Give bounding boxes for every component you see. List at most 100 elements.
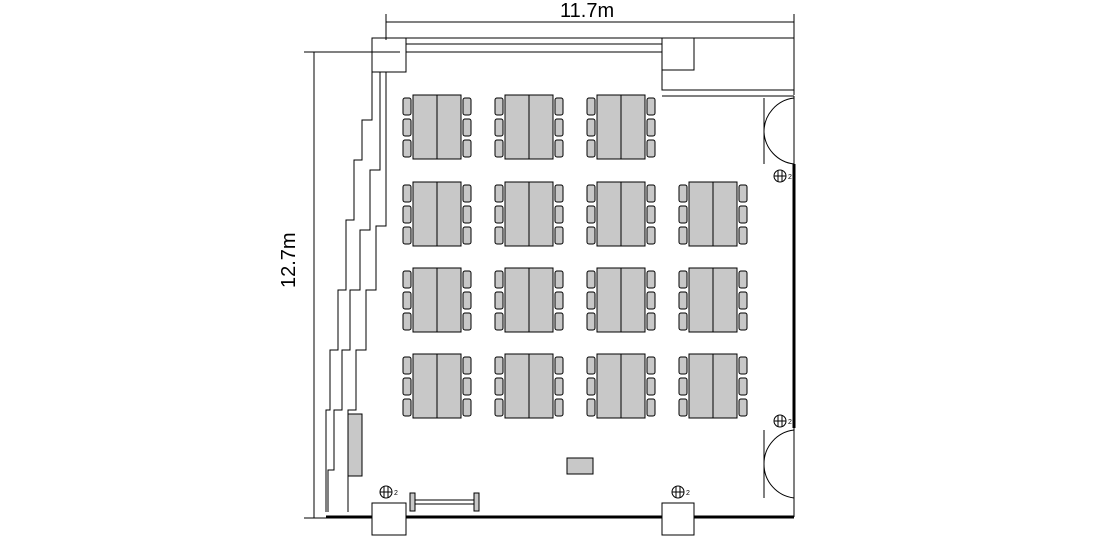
table xyxy=(504,267,530,333)
outlet-count-label: 2 xyxy=(686,490,690,497)
chair xyxy=(554,184,564,203)
chair xyxy=(402,356,412,375)
chair xyxy=(586,356,596,375)
chair xyxy=(402,184,412,203)
chair xyxy=(738,377,748,396)
table xyxy=(504,353,530,419)
chair xyxy=(738,270,748,289)
chair xyxy=(494,139,504,158)
outlet-count-label: 2 xyxy=(788,419,792,426)
double-door-lower[interactable] xyxy=(763,429,795,499)
chair xyxy=(402,97,412,116)
chair xyxy=(678,270,688,289)
table xyxy=(412,353,438,419)
chair xyxy=(402,398,412,417)
chair xyxy=(494,205,504,224)
chair xyxy=(586,139,596,158)
chair xyxy=(738,226,748,245)
chair xyxy=(554,97,564,116)
chair xyxy=(402,270,412,289)
table xyxy=(688,267,714,333)
chair xyxy=(678,184,688,203)
table xyxy=(620,353,646,419)
chair xyxy=(402,139,412,158)
chair xyxy=(678,377,688,396)
chair xyxy=(554,312,564,331)
chair xyxy=(462,398,472,417)
table-cluster xyxy=(494,181,564,247)
chair xyxy=(462,118,472,137)
chair xyxy=(554,118,564,137)
chair xyxy=(462,291,472,310)
chair xyxy=(462,97,472,116)
chair xyxy=(678,226,688,245)
chair xyxy=(586,226,596,245)
chair xyxy=(586,398,596,417)
table-cluster xyxy=(402,353,472,419)
chair xyxy=(462,312,472,331)
chair xyxy=(554,270,564,289)
outlet-count-label: 2 xyxy=(788,174,792,181)
chair xyxy=(646,270,656,289)
chair xyxy=(586,205,596,224)
table xyxy=(436,181,462,247)
table xyxy=(436,353,462,419)
outlet-group: 2 2 2 2 xyxy=(379,169,792,499)
chair xyxy=(586,184,596,203)
chair xyxy=(586,291,596,310)
table-grid xyxy=(402,94,748,419)
power-outlet-icon: 2 xyxy=(379,485,398,499)
power-outlet-icon: 2 xyxy=(671,485,690,499)
table xyxy=(528,267,554,333)
chair xyxy=(646,226,656,245)
double-door-upper[interactable] xyxy=(763,97,795,165)
chair xyxy=(738,184,748,203)
table-cluster xyxy=(402,181,472,247)
chair xyxy=(462,377,472,396)
table-cluster xyxy=(678,353,748,419)
chair xyxy=(554,205,564,224)
table xyxy=(712,353,738,419)
chair xyxy=(586,270,596,289)
chair xyxy=(494,291,504,310)
table xyxy=(596,181,622,247)
chair xyxy=(646,184,656,203)
chair xyxy=(402,291,412,310)
chair xyxy=(678,312,688,331)
chair xyxy=(678,398,688,417)
table-cluster xyxy=(494,94,564,160)
outlet-count-label: 2 xyxy=(394,490,398,497)
chair xyxy=(494,356,504,375)
table-cluster xyxy=(494,353,564,419)
chair xyxy=(554,226,564,245)
chair xyxy=(554,291,564,310)
table xyxy=(412,267,438,333)
chair xyxy=(586,97,596,116)
chair xyxy=(494,398,504,417)
table xyxy=(620,267,646,333)
table xyxy=(620,94,646,160)
chair xyxy=(402,312,412,331)
table xyxy=(504,181,530,247)
chair xyxy=(462,205,472,224)
power-outlet-icon: 2 xyxy=(773,169,792,183)
table xyxy=(528,181,554,247)
chair xyxy=(494,118,504,137)
table xyxy=(688,181,714,247)
chair xyxy=(646,118,656,137)
column-bottom-center xyxy=(661,502,695,536)
chair xyxy=(462,184,472,203)
chair xyxy=(462,356,472,375)
left-stepped-wall xyxy=(325,72,387,512)
table xyxy=(712,181,738,247)
chair xyxy=(494,184,504,203)
chair xyxy=(586,312,596,331)
bottom-wall xyxy=(326,502,794,536)
chair xyxy=(738,356,748,375)
table xyxy=(596,267,622,333)
chair xyxy=(462,139,472,158)
power-outlet-icon: 2 xyxy=(773,414,792,428)
chair xyxy=(554,398,564,417)
chair xyxy=(402,118,412,137)
table-cluster xyxy=(402,267,472,333)
